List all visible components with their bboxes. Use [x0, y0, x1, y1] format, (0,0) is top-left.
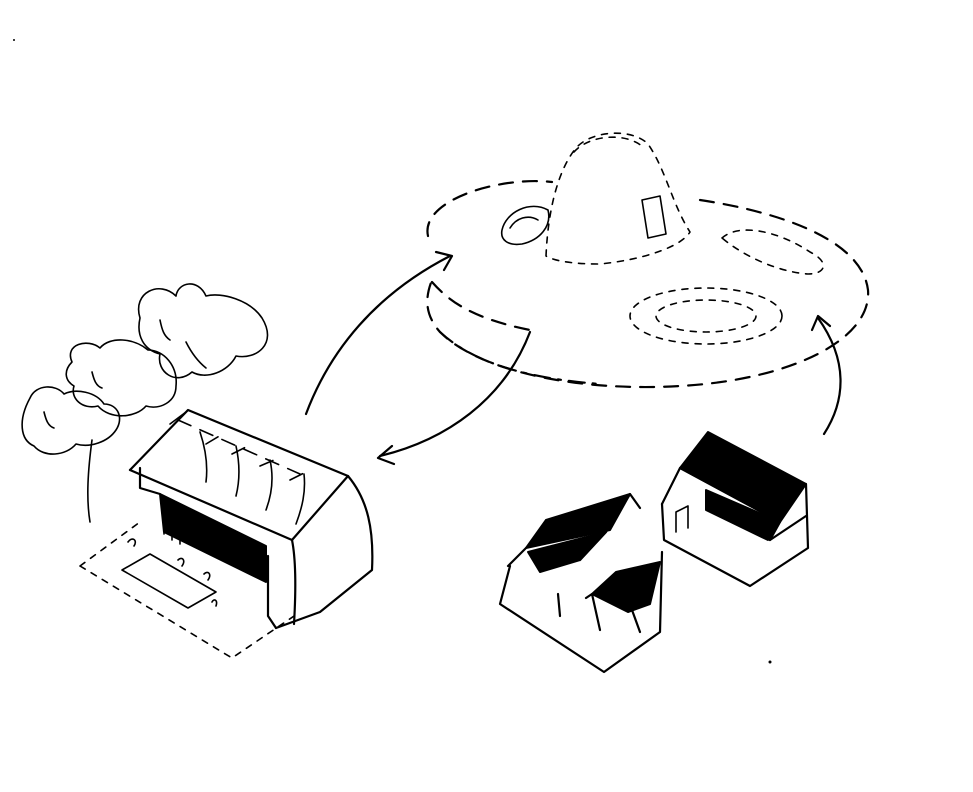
lake-inner	[655, 299, 757, 333]
gabled-roof-buildings	[498, 431, 810, 674]
long-hall-building	[79, 408, 374, 659]
arrow-right-to-disc	[816, 316, 842, 436]
hatched-wall	[159, 493, 267, 583]
hill-shape	[545, 132, 691, 265]
cloud-top	[137, 283, 269, 379]
arrow-left-to-disc	[304, 254, 452, 416]
arrow-disc-to-left	[378, 330, 532, 458]
cloud-shapes	[21, 283, 269, 523]
pond-left	[500, 205, 550, 246]
disc-outline	[426, 180, 870, 389]
arrows	[304, 250, 842, 466]
dashed-landscape-disc	[426, 132, 870, 389]
building-ground-plate	[79, 521, 301, 659]
ridge-right	[721, 229, 825, 275]
cloud-bottom	[21, 386, 121, 455]
lake-outer	[629, 287, 783, 345]
cloud-middle	[65, 339, 177, 417]
